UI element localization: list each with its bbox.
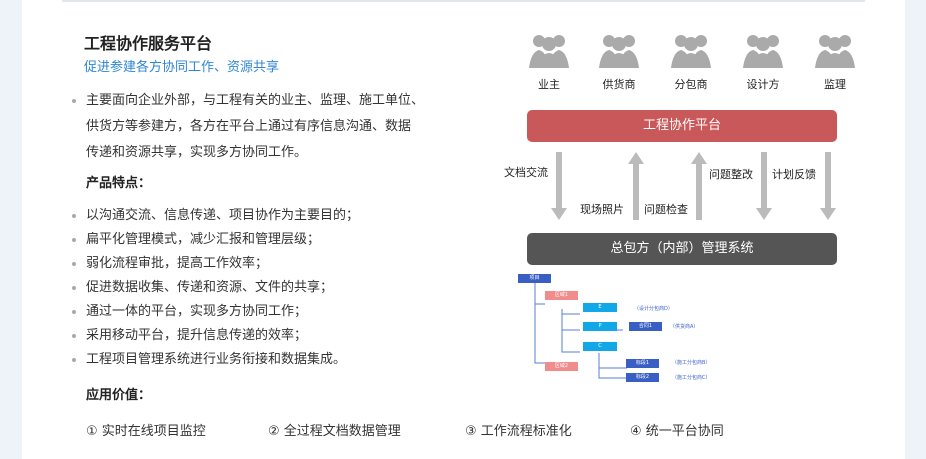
tree-node: 项目 bbox=[518, 274, 551, 283]
people-icon bbox=[743, 35, 783, 68]
people-icon bbox=[671, 35, 711, 68]
feature-item: 采用移动平台，提升信息传递的效率； bbox=[71, 323, 307, 349]
feature-item: 以沟通交流、信息传递、项目协作为主要目的； bbox=[71, 203, 359, 229]
content-card bbox=[22, 0, 905, 459]
value-item: ② 全过程文档数据管理 bbox=[268, 424, 401, 439]
role-designer: 设计方 bbox=[738, 32, 788, 92]
feature-item: 扁平化管理模式，减少汇报和管理层级； bbox=[71, 227, 320, 253]
value-heading: 应用价值： bbox=[86, 388, 152, 403]
subtitle: 促进参建各方协同工作、资源共享 bbox=[84, 60, 280, 75]
tree-node: E bbox=[583, 303, 617, 312]
feature-item: 通过一体的平台，实现多方协同工作； bbox=[71, 299, 307, 325]
people-icon bbox=[815, 35, 855, 68]
tree-note: （施工分包商B） bbox=[672, 360, 711, 366]
flow-label: 问题整改 bbox=[709, 168, 753, 181]
tree-note: （设计分包商D） bbox=[634, 306, 673, 312]
feature-item: 促进数据收集、传递和资源、文件的共享； bbox=[71, 275, 333, 301]
tree-node: 区域1 bbox=[545, 291, 578, 300]
feature-item: 弱化流程审批，提高工作效率； bbox=[71, 251, 268, 277]
feature-item: 工程项目管理系统进行业务衔接和数据集成。 bbox=[71, 347, 346, 373]
intro-item: 主要面向企业外部，与工程有关的业主、监理、施工单位、供货方等参建方，各方在平台上… bbox=[71, 88, 424, 166]
value-item: ① 实时在线项目监控 bbox=[86, 424, 206, 439]
value-item: ④ 统一平台协同 bbox=[630, 424, 724, 439]
page-title: 工程协作服务平台 bbox=[84, 34, 213, 53]
tree-node: 合同1 bbox=[629, 322, 662, 331]
flow-label: 文档交流 bbox=[504, 166, 548, 179]
system-bar: 总包方（内部）管理系统 bbox=[527, 233, 837, 265]
tree-node: P bbox=[583, 322, 617, 331]
tree-node: 标段1 bbox=[626, 359, 659, 368]
value-item: ③ 工作流程标准化 bbox=[465, 424, 572, 439]
tree-lines bbox=[534, 282, 627, 379]
tree-note: （施工分包商C） bbox=[672, 375, 711, 381]
tree-node: 标段2 bbox=[626, 373, 659, 382]
people-icon bbox=[529, 35, 569, 68]
role-subcontractor: 分包商 bbox=[666, 32, 716, 92]
tree-node: C bbox=[583, 342, 617, 351]
flow-label: 现场照片 bbox=[580, 203, 624, 216]
role-owner: 业主 bbox=[524, 32, 574, 92]
flow-label: 计划反馈 bbox=[772, 168, 816, 181]
divider bbox=[62, 0, 865, 2]
features-heading: 产品特点： bbox=[86, 176, 152, 191]
tree-node: 区域2 bbox=[545, 362, 578, 371]
flow-arrows bbox=[551, 152, 836, 220]
flow-label: 问题检查 bbox=[644, 203, 688, 216]
tree-note: （供货商A） bbox=[670, 324, 699, 330]
role-supplier: 供货商 bbox=[594, 32, 644, 92]
role-supervisor: 监理 bbox=[810, 32, 860, 92]
people-icon bbox=[599, 35, 639, 68]
platform-bar: 工程协作平台 bbox=[527, 110, 837, 142]
